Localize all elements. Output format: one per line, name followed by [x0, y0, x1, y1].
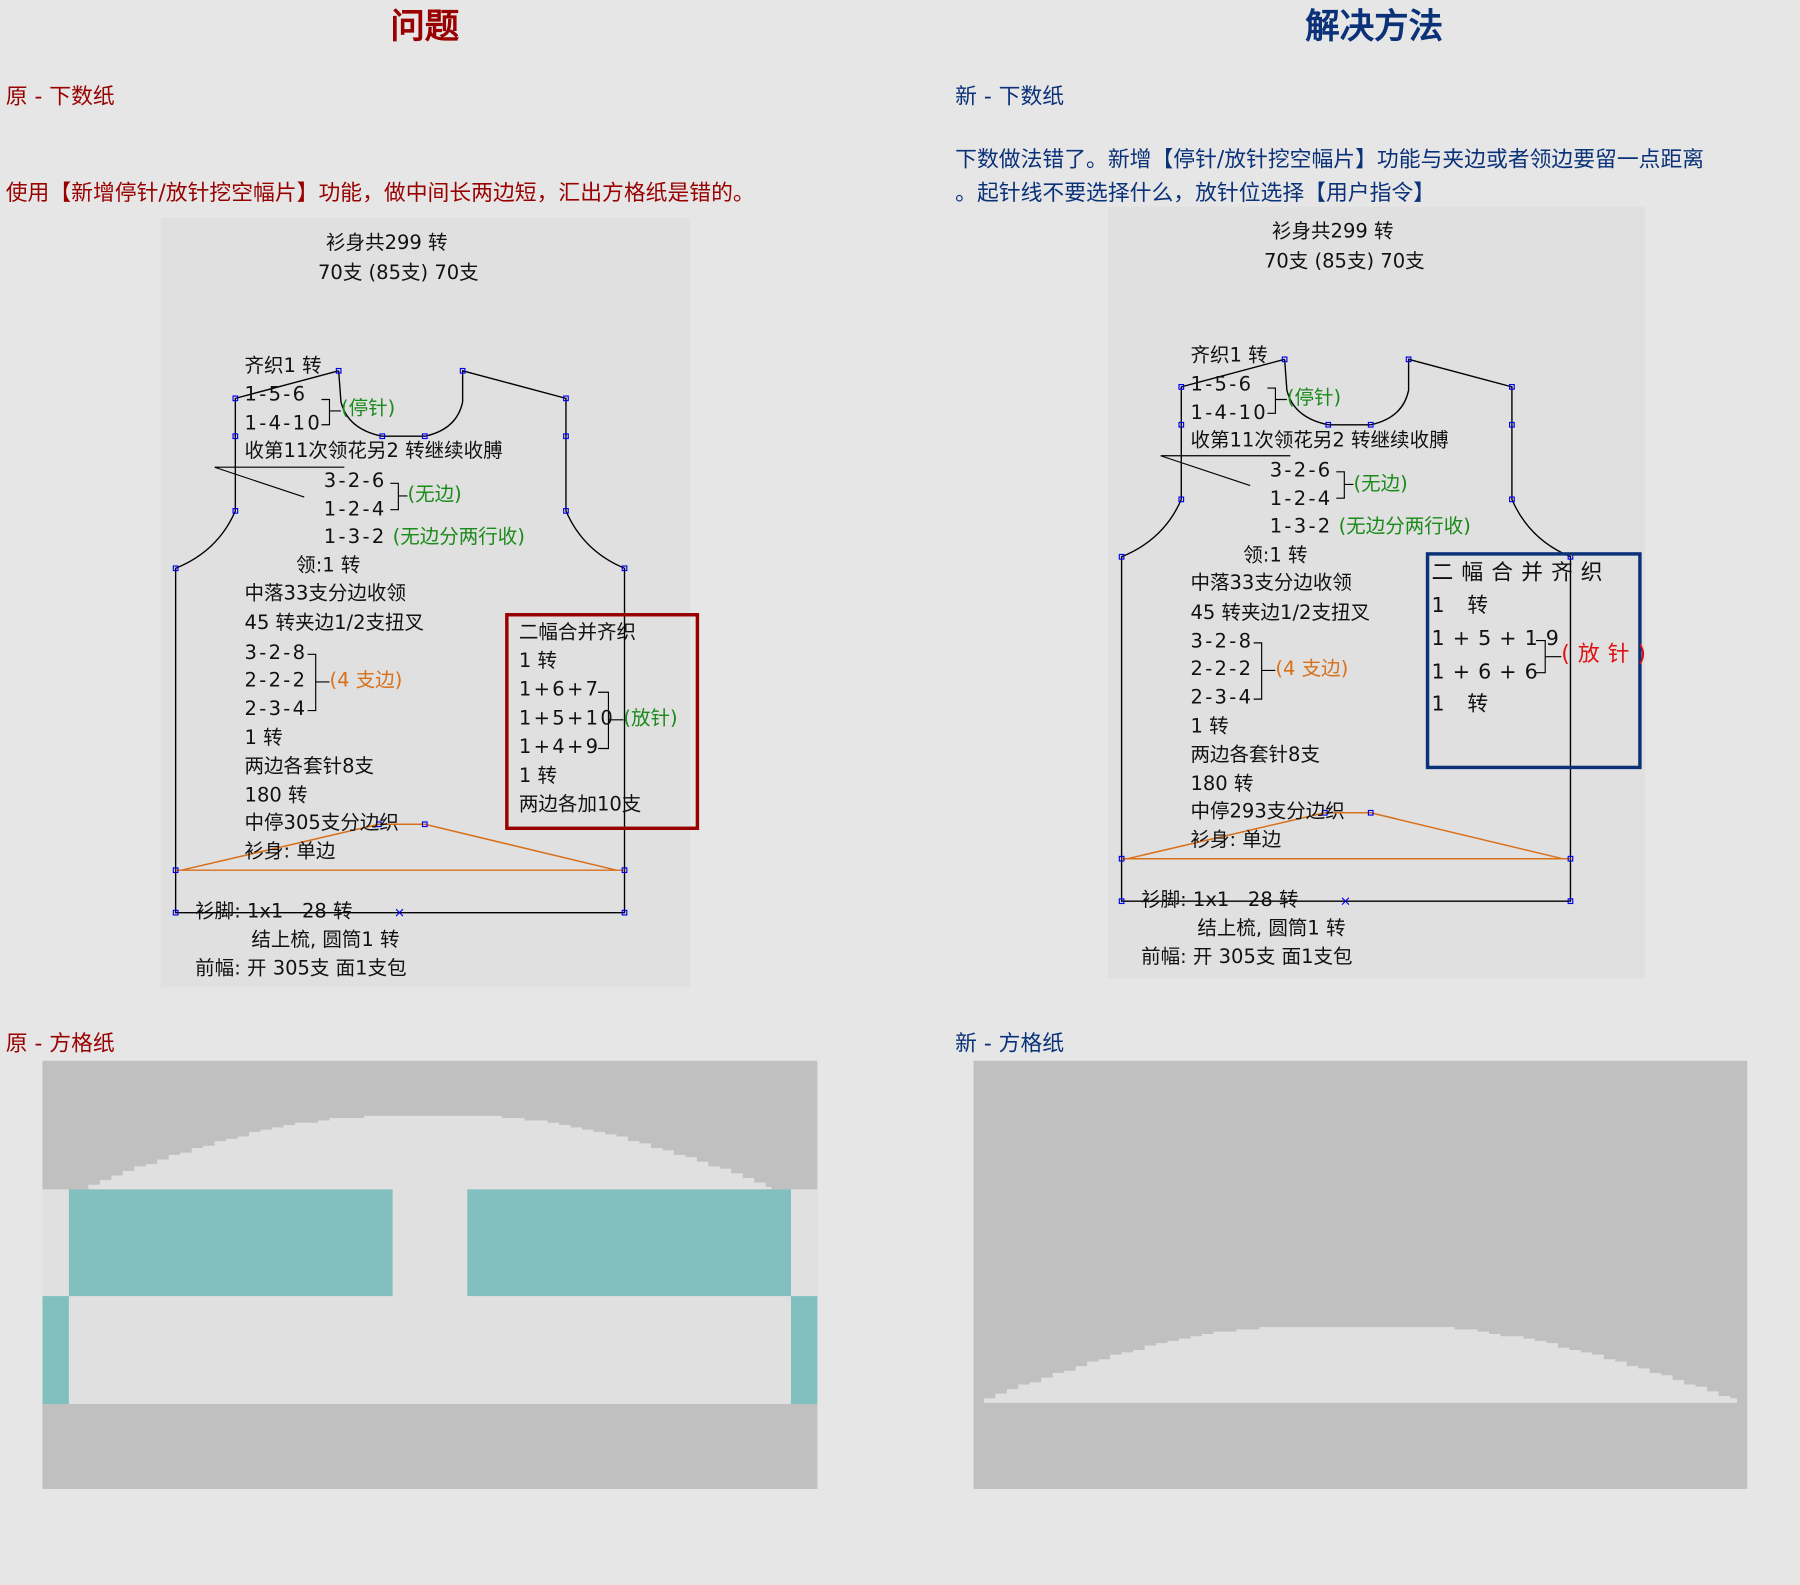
one-row: 1 转 [1190, 715, 1229, 739]
armhole-tag: (无边) [407, 483, 462, 507]
armhole-note: 收第11次领花另2 转继续收膊 [1190, 429, 1449, 453]
center-drop: 中落33支分边收领 [1190, 571, 1352, 595]
decrease-step: 2-2-2 [244, 669, 308, 693]
problem-section-label: 原 - 下数纸 [5, 83, 115, 110]
box-title: 二幅合并齐织 [518, 621, 636, 645]
armhole-last: 1-3-2 [323, 525, 387, 549]
armhole-tag: (无边) [1353, 472, 1408, 496]
box-increase: 1+6+7 [518, 678, 601, 702]
solution-grid-label: 新 - 方格纸 [955, 1030, 1065, 1057]
armhole-last: 1-3-2 [1269, 515, 1333, 539]
even-row: 齐织1 转 [1190, 344, 1268, 368]
box-row: 1 转 [518, 764, 558, 788]
box-increase: 1+5+10 [518, 707, 616, 731]
decrease-tag: (4 支边) [329, 669, 403, 693]
solution-pattern-panel [1107, 206, 1646, 979]
shoulder-step: 1-5-6 [1190, 373, 1254, 397]
total-rows: 衫身共299 转 [326, 231, 448, 255]
shoulder-step: 1-4-10 [1190, 401, 1269, 425]
box-title: 二幅合并齐织 [1431, 560, 1611, 586]
armhole-note: 收第11次领花另2 转继续收膊 [244, 439, 503, 463]
box-row: 1 转 [1431, 593, 1497, 618]
box-increase: 1+5+19 [1431, 626, 1568, 651]
solution-merge-box [1425, 552, 1642, 770]
body-note: 衫身: 单边 [244, 840, 336, 864]
armhole-step: 1-2-4 [1269, 487, 1333, 511]
decrease-step: 2-3-4 [244, 697, 308, 721]
rows-180: 180 转 [244, 784, 308, 808]
box-increase-tag: (放针) [623, 707, 678, 731]
box-increase: 1+6+6 [1431, 660, 1546, 685]
knot: 结上梳, 圆筒1 转 [1197, 917, 1346, 941]
stitch-count: 70支 (85支) 70支 [1263, 250, 1425, 274]
teal-block-left [68, 1189, 393, 1297]
box-increase: 1+4+9 [518, 735, 601, 759]
even-row: 齐织1 转 [244, 354, 322, 378]
body-note: 衫身: 单边 [1190, 828, 1282, 852]
problem-merge-box [505, 613, 700, 831]
center-stop: 中停293支分边织 [1190, 800, 1345, 824]
solution-section-label: 新 - 下数纸 [955, 83, 1065, 110]
problem-title: 问题 [390, 6, 460, 48]
shoulder-note: (停针) [340, 397, 396, 421]
center-stop: 中停305支分边织 [244, 811, 399, 835]
decrease-tag: (4 支边) [1275, 657, 1349, 681]
teal-edge-left [42, 1296, 69, 1405]
decrease-step: 3-2-8 [244, 641, 308, 665]
twist: 45 转夹边1/2支扭叉 [1190, 601, 1371, 625]
collar: 领:1 转 [1243, 544, 1308, 568]
box-row: 1 转 [1431, 692, 1497, 717]
shoulder-step: 1-4-10 [244, 412, 323, 436]
box-footer: 两边各加10支 [518, 793, 642, 817]
hem: 衫脚: 1x1 28 转 [1141, 888, 1299, 912]
front: 前幅: 开 305支 面1支包 [195, 957, 407, 981]
cast-on-sides: 两边各套针8支 [244, 755, 375, 779]
problem-grid-label: 原 - 方格纸 [5, 1030, 115, 1057]
problem-description: 使用【新增停针/放针挖空幅片】功能，做中间长两边短，汇出方格纸是错的。 [5, 180, 755, 206]
box-increase-tag: (放针) [1561, 641, 1655, 667]
stitch-count: 70支 (85支) 70支 [317, 261, 479, 285]
solution-grid-chart [973, 1060, 1748, 1489]
solution-brackets [1253, 387, 1562, 700]
collar: 领:1 转 [296, 554, 361, 578]
box-row: 1 转 [518, 649, 558, 673]
decrease-step: 3-2-8 [1190, 630, 1254, 654]
armhole-step: 3-2-6 [1269, 459, 1333, 483]
center-drop: 中落33支分边收领 [244, 582, 406, 605]
armhole-last-tag: (无边分两行收) [1338, 515, 1471, 539]
solution-description-line2: 。起针线不要选择什么，放针位选择【用户指令】 [955, 180, 1436, 206]
one-row: 1 转 [244, 726, 283, 750]
front: 前幅: 开 305支 面1支包 [1141, 945, 1353, 969]
problem-brackets [307, 398, 624, 750]
teal-block-right [467, 1189, 791, 1297]
hem: 衫脚: 1x1 28 转 [195, 900, 353, 923]
armhole-step: 1-2-4 [323, 498, 387, 522]
decrease-step: 2-2-2 [1190, 657, 1254, 681]
shoulder-step: 1-5-6 [244, 383, 308, 407]
teal-edge-right [790, 1296, 818, 1405]
solution-title: 解决方法 [1305, 6, 1444, 48]
decrease-step: 2-3-4 [1190, 686, 1254, 710]
problem-pattern-panel [160, 218, 690, 988]
rows-180: 180 转 [1190, 772, 1254, 796]
problem-grid-chart [42, 1060, 818, 1489]
armhole-last-tag: (无边分两行收) [392, 525, 525, 549]
knot: 结上梳, 圆筒1 转 [251, 928, 400, 952]
armhole-step: 3-2-6 [323, 469, 387, 493]
shoulder-note: (停针) [1286, 386, 1342, 410]
solution-description-line1: 下数做法错了。新增【停针/放针挖空幅片】功能与夹边或者领边要留一点距离 [955, 146, 1705, 173]
twist: 45 转夹边1/2支扭叉 [244, 611, 425, 635]
total-rows: 衫身共299 转 [1271, 220, 1394, 244]
cast-on-sides: 两边各套针8支 [1190, 743, 1321, 767]
